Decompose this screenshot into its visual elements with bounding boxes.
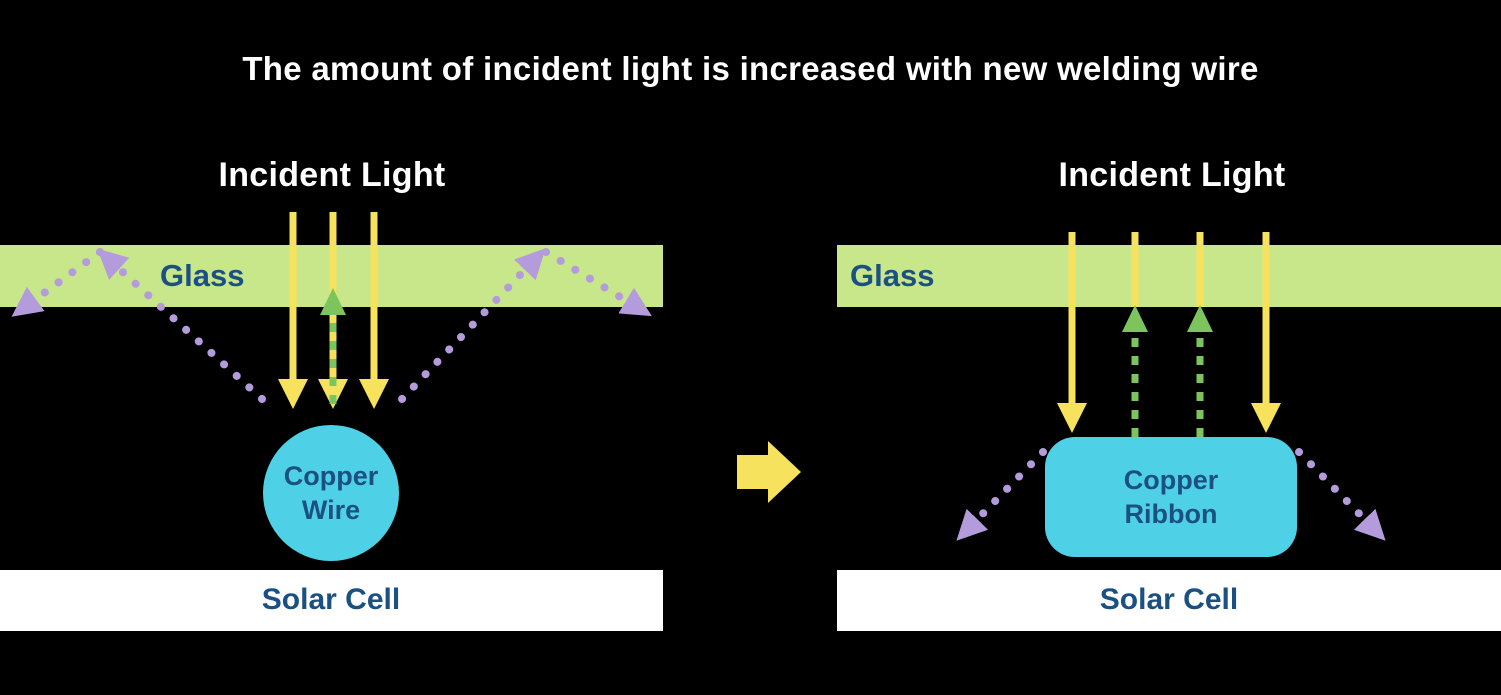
copper-wire-circle [263,425,399,561]
copper-wire-label-line2: Wire [301,494,361,525]
incident-light-label-right: Incident Light [1058,156,1286,194]
glass-label-right: Glass [850,258,935,293]
solar-cell-label-right: Solar Cell [1099,583,1239,616]
solar-cell-right [837,570,1501,631]
diagram-title: The amount of incident light is increase… [242,50,1259,87]
copper-ribbon-label-line1: Copper [1123,465,1219,495]
copper-ribbon-label: Copper Ribbon [1071,464,1271,532]
copper-wire-label-line1: Copper [283,461,379,491]
solar-cell-left [0,570,663,631]
transformation-arrow [737,441,801,503]
glass-band-left [0,245,663,307]
copper-wire-label: Copper Wire [231,460,431,528]
copper-ribbon-label-line2: Ribbon [1124,498,1218,529]
glass-label-left: Glass [160,258,245,293]
glass-band-right [837,245,1501,307]
incident-light-label-left: Incident Light [218,156,446,194]
solar-cell-label-left: Solar Cell [261,583,401,616]
scattered-ray-arrow-ribbon-left [956,448,1047,541]
copper-ribbon-rect [1045,437,1297,557]
scattered-ray-arrow-ribbon-right [1295,448,1386,541]
